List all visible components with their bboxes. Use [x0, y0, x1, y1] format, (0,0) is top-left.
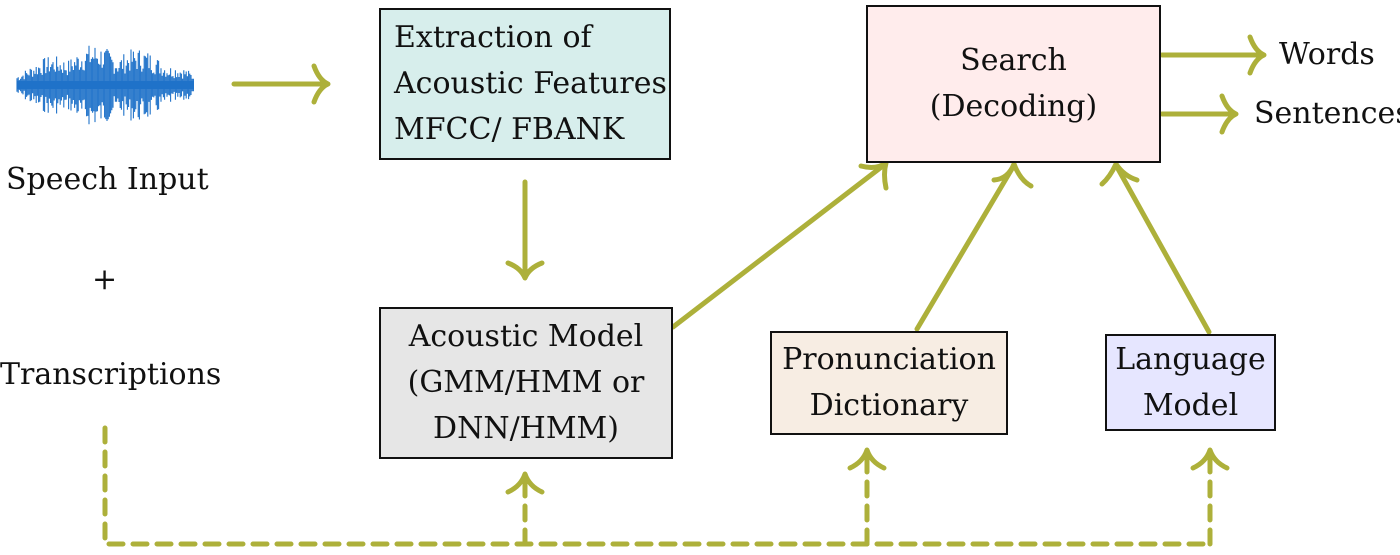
- transcriptions-label: Transcriptions: [0, 357, 222, 392]
- feature-extraction-box: Extraction of Acoustic Features MFCC/ FB…: [379, 8, 671, 160]
- language-model-line-2: Model: [1142, 387, 1239, 423]
- language-model-line-1: Language: [1115, 341, 1266, 377]
- search-to-sentences-arrow: [1159, 93, 1239, 135]
- acoustic-model-line-2: (GMM/HMM or: [407, 365, 645, 400]
- waveform-core: [17, 81, 194, 89]
- feature-extraction-line-2: Acoustic Features: [394, 66, 667, 101]
- speech-to-extraction-arrow: [231, 63, 331, 105]
- feature-extraction-line-1: Extraction of: [394, 20, 592, 55]
- acoustic-to-search-arrow: [670, 160, 889, 330]
- search-line-1: Search: [960, 43, 1067, 78]
- speech-input-label: Speech Input: [6, 162, 209, 197]
- waveform-icon: [16, 45, 194, 125]
- search-to-words-arrow: [1159, 34, 1267, 76]
- pronunciation-line-2: Dictionary: [809, 388, 969, 423]
- sentences-output-label: Sentences: [1254, 96, 1400, 131]
- plus-sign: +: [92, 262, 118, 297]
- feature-extraction-line-3: MFCC/ FBANK: [394, 112, 625, 147]
- acoustic-model-box: Acoustic Model (GMM/HMM or DNN/HMM): [379, 307, 673, 459]
- extraction-to-acoustic-arrow: [505, 179, 545, 281]
- language-to-search-arrow: [1099, 161, 1212, 335]
- dashed-arrow-heads: [505, 447, 1230, 495]
- search-line-2: (Decoding): [929, 89, 1098, 124]
- pronunciation-line-1: Pronunciation: [782, 342, 996, 377]
- acoustic-model-line-1: Acoustic Model: [408, 319, 644, 354]
- language-model-box: Language Model: [1105, 334, 1276, 431]
- transcriptions-dashed-feedback-path: [102, 425, 1213, 547]
- search-decoding-box: Search (Decoding): [866, 5, 1161, 163]
- pronunciation-to-search-arrow: [914, 161, 1034, 332]
- pronunciation-dictionary-box: Pronunciation Dictionary: [770, 331, 1008, 435]
- words-output-label: Words: [1279, 37, 1375, 72]
- acoustic-model-line-3: DNN/HMM): [433, 411, 619, 446]
